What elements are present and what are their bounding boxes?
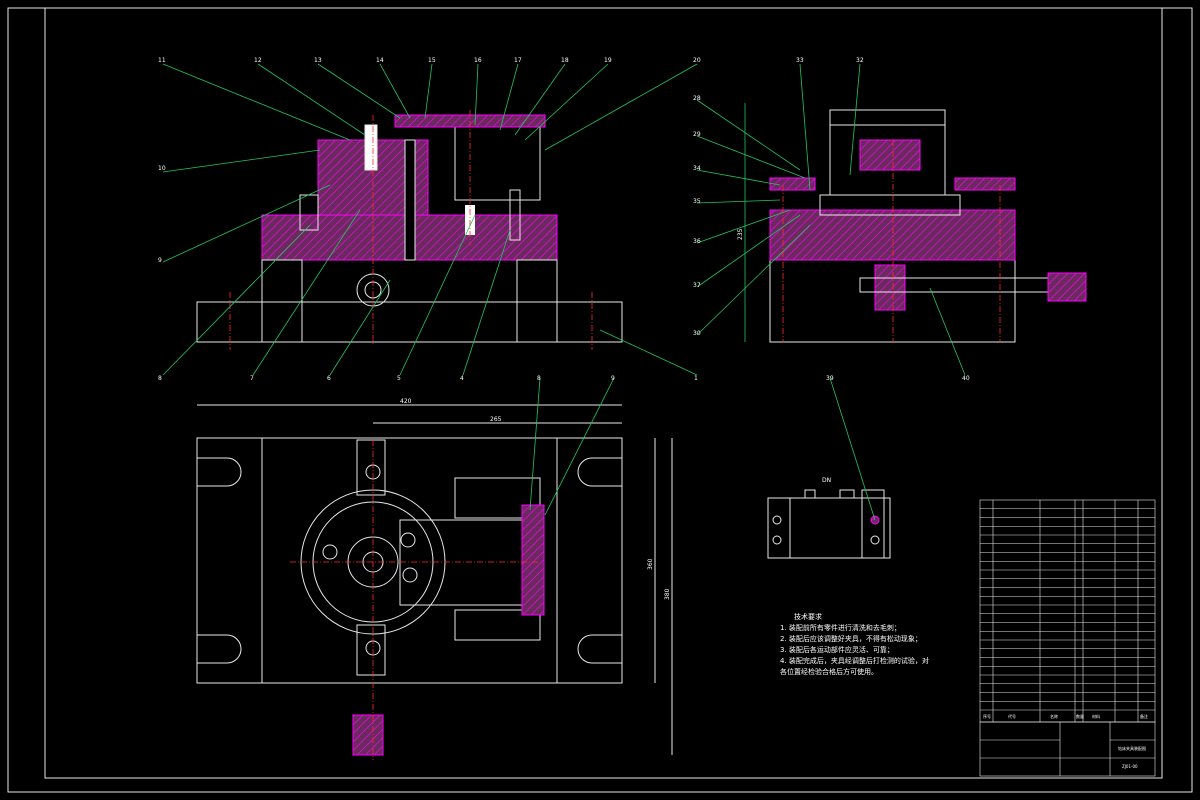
balloon-5: 5	[397, 375, 401, 382]
dim-label: 39	[826, 375, 834, 382]
note-line-5: 各位置经检验合格后方可使用。	[780, 668, 878, 676]
inner-border	[44, 7, 1163, 779]
side-leaders	[696, 63, 966, 376]
balloon-34: 34	[693, 165, 701, 172]
dim-label: 9	[611, 375, 615, 382]
balloon-15: 15	[428, 57, 436, 64]
side-balloons: 33 32 28 29 34 35 36 37 30 40 235	[693, 57, 970, 382]
balloon-7: 7	[250, 375, 254, 382]
note-line-3: 3. 装配后各运动部件应灵活、可靠；	[780, 646, 894, 654]
dim-label: 8	[537, 375, 541, 382]
parts-table: 序号 代号 名称 数量 材料 备注	[979, 499, 1156, 723]
note-line-1: 1. 装配前所有零件进行清洗和去毛刺；	[780, 624, 901, 632]
balloon-36: 36	[693, 238, 701, 245]
balloon-20: 20	[693, 57, 701, 64]
balloon-16: 16	[474, 57, 482, 64]
balloon-14: 14	[376, 57, 384, 64]
dim-label: DN	[822, 477, 831, 484]
title-block: 钻床夹具装配图 ZJ01-00	[979, 721, 1156, 777]
front-leaders	[162, 63, 698, 376]
balloon-6: 6	[327, 375, 331, 382]
balloon-8: 8	[158, 375, 162, 382]
side-view	[744, 103, 1087, 343]
table-header-cell: 序号	[983, 713, 991, 719]
note-line-2: 2. 装配后应该调整好夹具，不得有松动现象；	[780, 635, 922, 643]
table-header-cell: 代号	[1008, 713, 1016, 719]
balloon-19: 19	[604, 57, 612, 64]
balloon-13: 13	[314, 57, 322, 64]
balloon-32: 32	[856, 57, 864, 64]
table-header-cell: 数量	[1076, 713, 1084, 719]
balloon-1: 1	[694, 375, 698, 382]
balloon-11: 11	[158, 57, 166, 64]
dim-label: 235	[737, 228, 744, 240]
balloon-4: 4	[460, 375, 464, 382]
front-view	[196, 110, 623, 350]
balloon-10: 10	[158, 165, 166, 172]
balloon-37: 37	[693, 282, 701, 289]
top-view	[196, 404, 673, 760]
balloon-17: 17	[514, 57, 522, 64]
balloon-18: 18	[561, 57, 569, 64]
dim-label: 380	[664, 588, 671, 600]
dimensions: 420 265 360 380 8 9	[400, 375, 671, 600]
dim-label: 420	[400, 398, 412, 405]
detail-view: 39 DN	[767, 375, 891, 559]
drawing-title: 钻床夹具装配图	[1118, 745, 1146, 751]
table-header-cell: 材料	[1092, 713, 1100, 719]
balloon-12: 12	[254, 57, 262, 64]
outer-border	[7, 7, 1193, 793]
drawing-code: ZJ01-00	[1122, 764, 1138, 769]
balloon-28: 28	[693, 95, 701, 102]
note-line-4: 4. 装配完成后，夹具经调整后打检测的试验，对	[780, 657, 929, 665]
balloon-30: 30	[693, 330, 701, 337]
balloon-29: 29	[693, 131, 701, 138]
dim-label: 265	[490, 416, 502, 423]
table-header-cell: 备注	[1140, 713, 1148, 719]
table-header-cell: 名称	[1050, 713, 1058, 719]
balloon-35: 35	[693, 198, 701, 205]
balloon-40: 40	[962, 375, 970, 382]
front-balloons: 11 12 13 14 15 16 17 18 19 20 10 9 8 7 6…	[158, 57, 701, 382]
balloon-33: 33	[796, 57, 804, 64]
top-leaders	[529, 377, 615, 516]
notes-heading: 技术要求	[794, 613, 822, 621]
technical-notes: 技术要求 1. 装配前所有零件进行清洗和去毛刺； 2. 装配后应该调整好夹具，不…	[780, 612, 929, 678]
dim-label: 360	[647, 558, 654, 570]
balloon-9: 9	[158, 257, 162, 264]
